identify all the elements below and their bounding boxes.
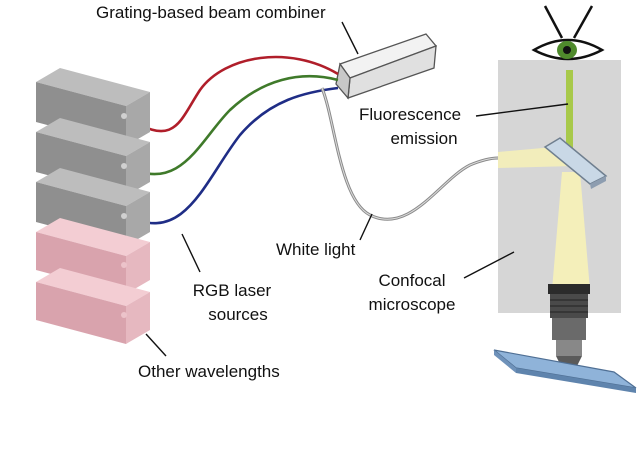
other-wavelength-box-2 xyxy=(36,268,150,344)
fluorescence-beam xyxy=(566,70,573,154)
leader-confocal xyxy=(463,251,515,279)
label-confocal-line2: microscope xyxy=(369,295,456,314)
leader-rgb xyxy=(181,233,201,273)
label-fluorescence-line1: Fluorescence xyxy=(359,105,461,124)
label-other-wavelengths: Other wavelengths xyxy=(138,362,280,381)
leader-white-light xyxy=(359,213,373,241)
leader-other xyxy=(145,333,167,357)
label-rgb-line1: RGB laser xyxy=(193,281,272,300)
fiber-white-light-highlight xyxy=(321,87,499,220)
dichroic-mirror-icon xyxy=(543,137,608,189)
fiber-red xyxy=(125,55,339,133)
excitation-beam xyxy=(552,172,590,290)
leader-fluorescence xyxy=(475,103,569,117)
objective-lens-icon xyxy=(548,284,590,372)
other-wavelength-box-1 xyxy=(36,218,150,294)
leader-beam-combiner xyxy=(341,21,359,55)
fiber-green xyxy=(125,74,339,176)
label-confocal-line1: Confocal xyxy=(378,271,445,290)
fiber-blue xyxy=(127,86,339,225)
label-fluorescence-line2: emission xyxy=(390,129,457,148)
label-beam-combiner: Grating-based beam combiner xyxy=(96,3,326,22)
beam-combiner xyxy=(335,33,438,100)
label-rgb-line2: sources xyxy=(208,305,268,324)
microscope-slide xyxy=(493,349,637,393)
label-white-light: White light xyxy=(276,240,356,259)
eye-icon xyxy=(531,5,605,61)
